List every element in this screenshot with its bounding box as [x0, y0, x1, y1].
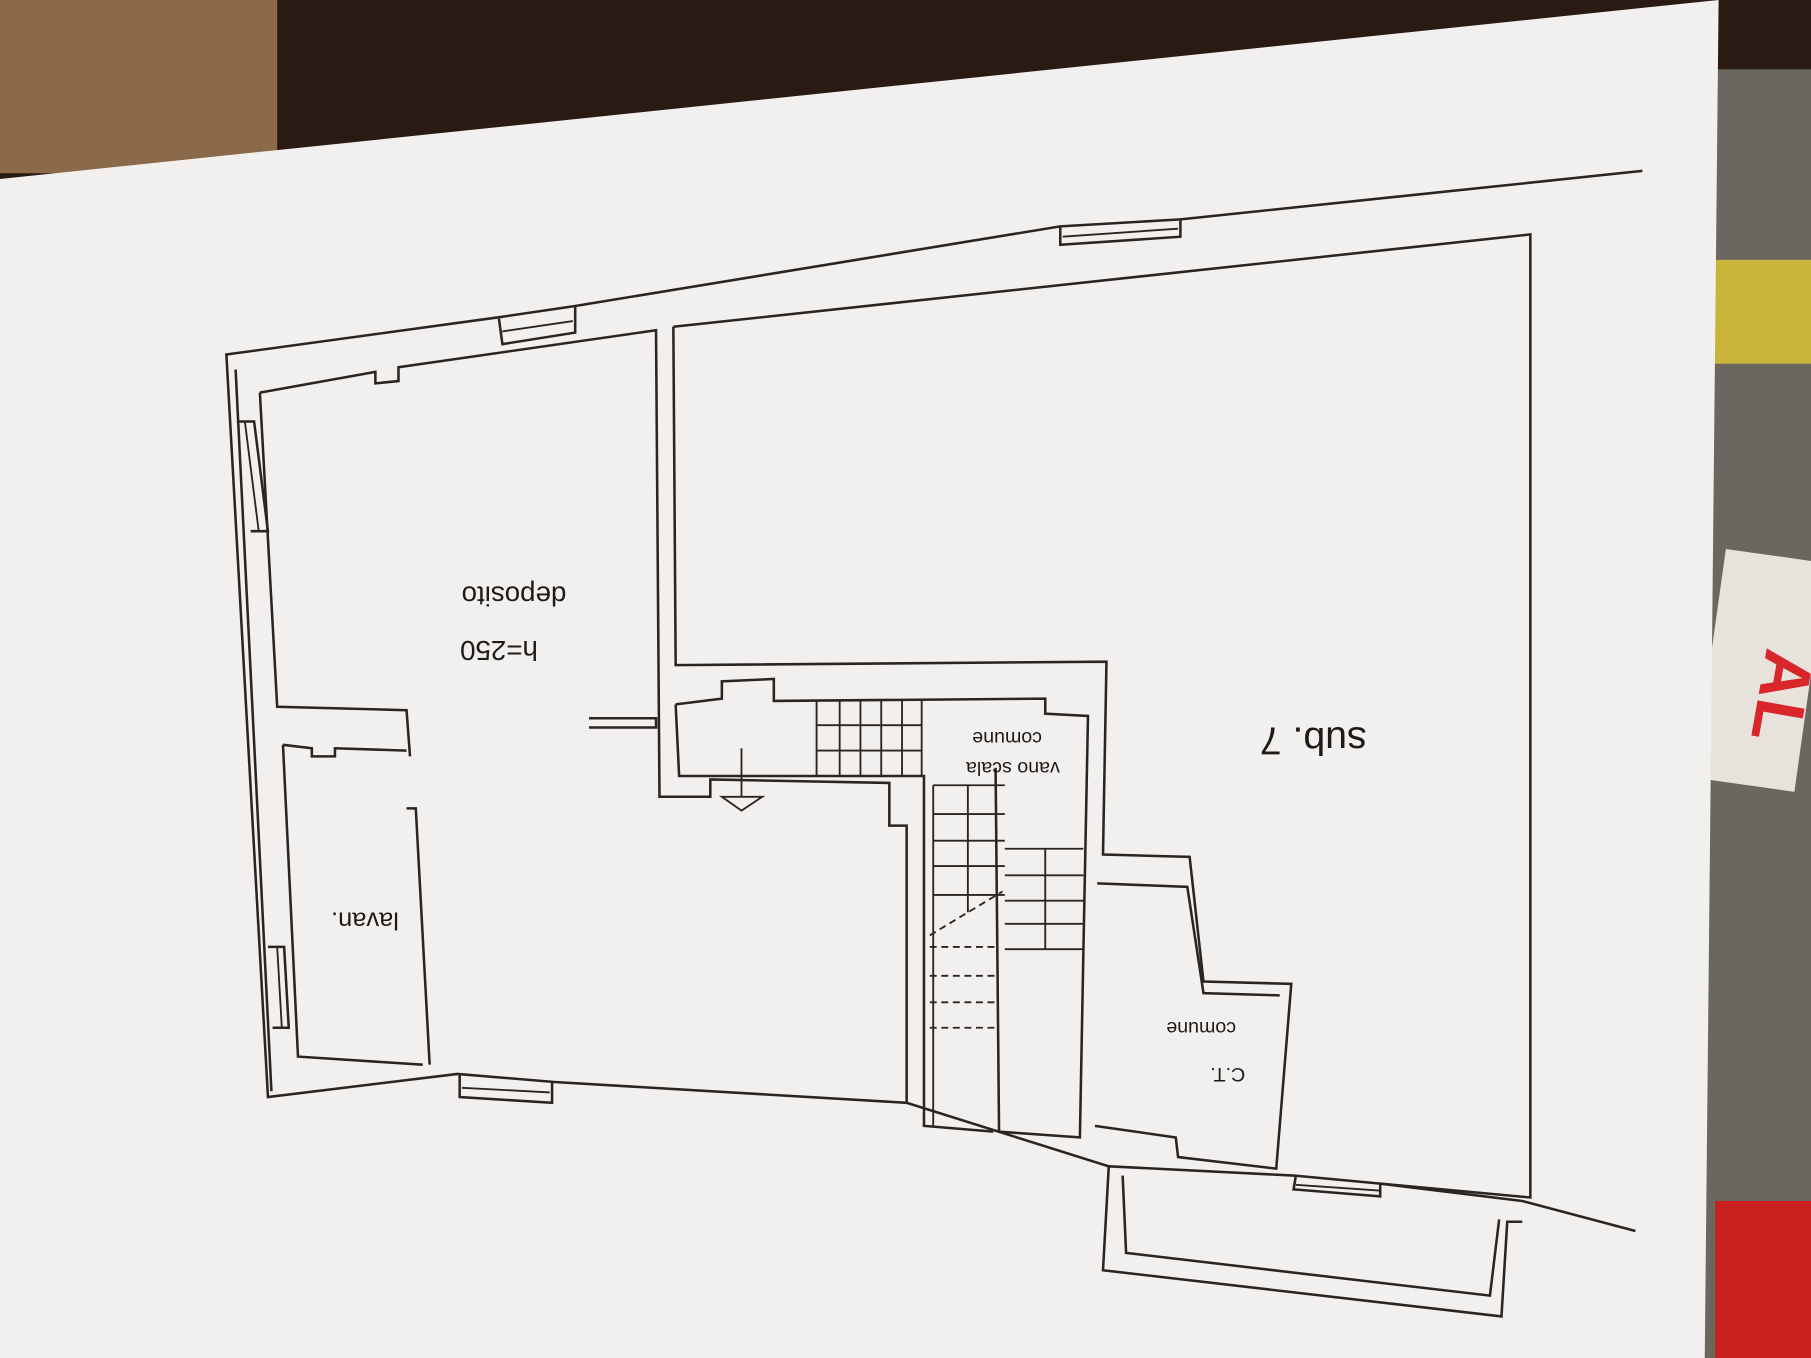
- room-label-ct-comune: comune: [1166, 1017, 1236, 1039]
- room-label-sub7: sub. 7: [1260, 719, 1367, 763]
- room-label-lavanderia: lavan.: [331, 906, 399, 934]
- room-label-vano-scala-comune: comune: [972, 727, 1042, 749]
- cardboard-box: [0, 0, 278, 174]
- room-label-vano-scala: vano scala: [966, 757, 1060, 779]
- room-label-deposito: deposito: [462, 581, 567, 612]
- deposito-walls: [258, 328, 908, 1103]
- sign-card: [1693, 548, 1811, 792]
- sub7-walls: [672, 233, 1532, 1199]
- annex-inner-walls: [1121, 1175, 1501, 1298]
- yellow-object: [1709, 259, 1811, 364]
- annex-walls: [1101, 1166, 1523, 1318]
- room-height-label: h=250: [460, 635, 538, 666]
- outer-walls: [225, 169, 1643, 1233]
- red-object: [1715, 1200, 1811, 1358]
- staircase: [674, 677, 1090, 1139]
- paper-sheet: [0, 0, 1719, 1358]
- room-label-ct: C.T.: [1210, 1063, 1245, 1085]
